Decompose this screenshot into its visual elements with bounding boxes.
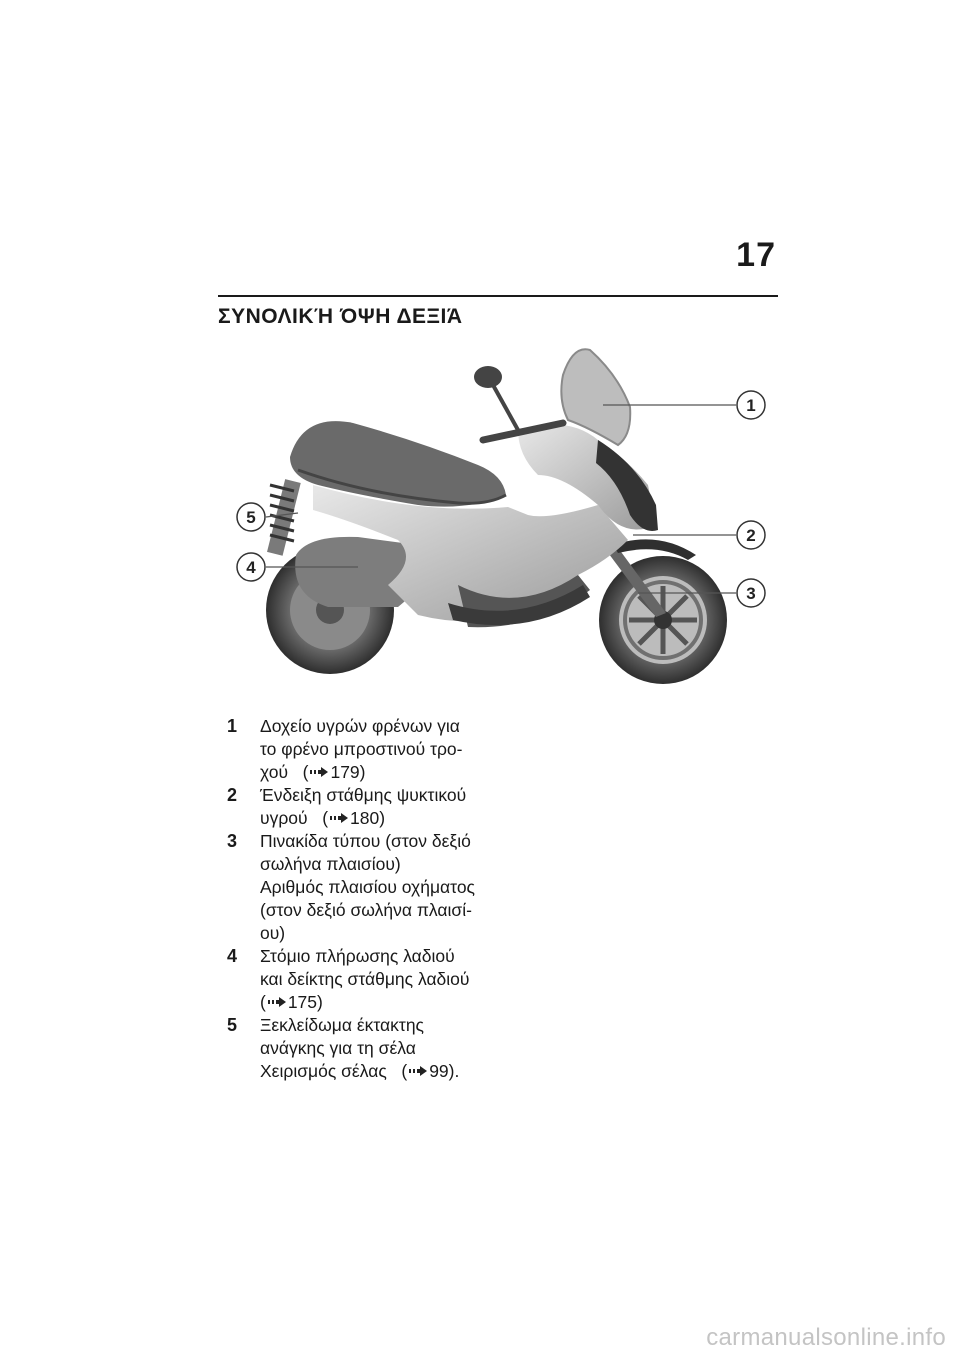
engine-exhaust [295,536,423,607]
section-title: ΣΥΝΟΛΙΚΉ ΌΨΗ ΔΕΞΙΆ [218,305,463,328]
reference-arrow-icon [409,1066,428,1076]
windscreen [560,348,632,447]
legend-number: 4 [227,946,238,966]
legend-line: χού [260,762,289,782]
svg-text:3: 3 [746,584,755,603]
legend-line: Χειρισμός σέλας [260,1061,387,1081]
legend-number: 1 [227,716,238,736]
legend-line: ου) [260,923,286,943]
legend-number: 2 [227,785,238,805]
front-fork [606,545,666,617]
legend-item-4: 4 Στόμιο πλήρωσης λαδιού και δείκτης στά… [227,945,517,1014]
legend-line: Ένδειξη στάθμης ψυκτικού [260,785,467,805]
callout-5: 5 [236,502,266,532]
svg-text:1: 1 [746,396,755,415]
page-reference[interactable]: (99). [401,1061,460,1081]
front-shield [518,424,656,530]
page-number: 17 [736,236,776,274]
callout-1: 1 [736,390,766,420]
front-wheel [599,556,727,684]
handlebar [474,366,567,444]
page-reference[interactable]: (180) [322,808,386,828]
watermark: carmanualsonline.info [706,1324,946,1351]
reference-arrow-icon [310,767,329,777]
legend-line: σωλήνα πλαισίου) [260,854,401,874]
legend-item-2: 2 Ένδειξη στάθμης ψυκτικού υγρού (180) [227,784,517,830]
page-reference[interactable]: (179) [302,762,366,782]
svg-text:4: 4 [246,558,256,577]
legend-item-5: 5 Ξεκλείδωμα έκτακτης ανάγκης για τη σέλ… [227,1014,517,1083]
legend-line: Δοχείο υγρών φρένων για [260,716,460,736]
front-mudguard [613,539,696,560]
legend-line: Ξεκλείδωμα έκτακτης [260,1015,424,1035]
legend-line: υγρού [260,808,308,828]
body-panel [313,485,628,622]
legend-line: και δείκτης στάθμης λαδιού [260,969,470,989]
legend-number: 3 [227,831,238,851]
legend-line: (στον δεξιό σωλήνα πλαισί- [260,900,472,920]
title-rule [218,295,778,297]
callout-3: 3 [736,578,766,608]
legend-line: Στόμιο πλήρωσης λαδιού [260,946,455,966]
legend-item-3: 3 Πινακίδα τύπου (στον δεξιό σωλήνα πλαι… [227,830,517,945]
scooter-illustration: 1 2 3 4 5 [236,348,766,684]
svg-text:2: 2 [746,526,755,545]
svg-text:5: 5 [246,508,255,527]
legend-number: 5 [227,1015,238,1035]
legend: 1 Δοχείο υγρών φρένων για το φρένο μπροσ… [227,715,517,1083]
rear-suspension [267,479,301,556]
page-reference[interactable]: (175) [260,992,323,1012]
reference-arrow-icon [330,813,349,823]
legend-line: Πινακίδα τύπου (στον δεξιό [260,831,471,851]
callout-2: 2 [736,520,766,550]
reference-arrow-icon [267,997,286,1007]
legend-item-1: 1 Δοχείο υγρών φρένων για το φρένο μπροσ… [227,715,517,784]
callout-4: 4 [236,552,266,582]
legend-line: Αριθμός πλαισίου οχήματος [260,877,475,897]
legend-line: το φρένο μπροστινού τρο- [260,739,463,759]
legend-line: ανάγκης για τη σέλα [260,1038,416,1058]
